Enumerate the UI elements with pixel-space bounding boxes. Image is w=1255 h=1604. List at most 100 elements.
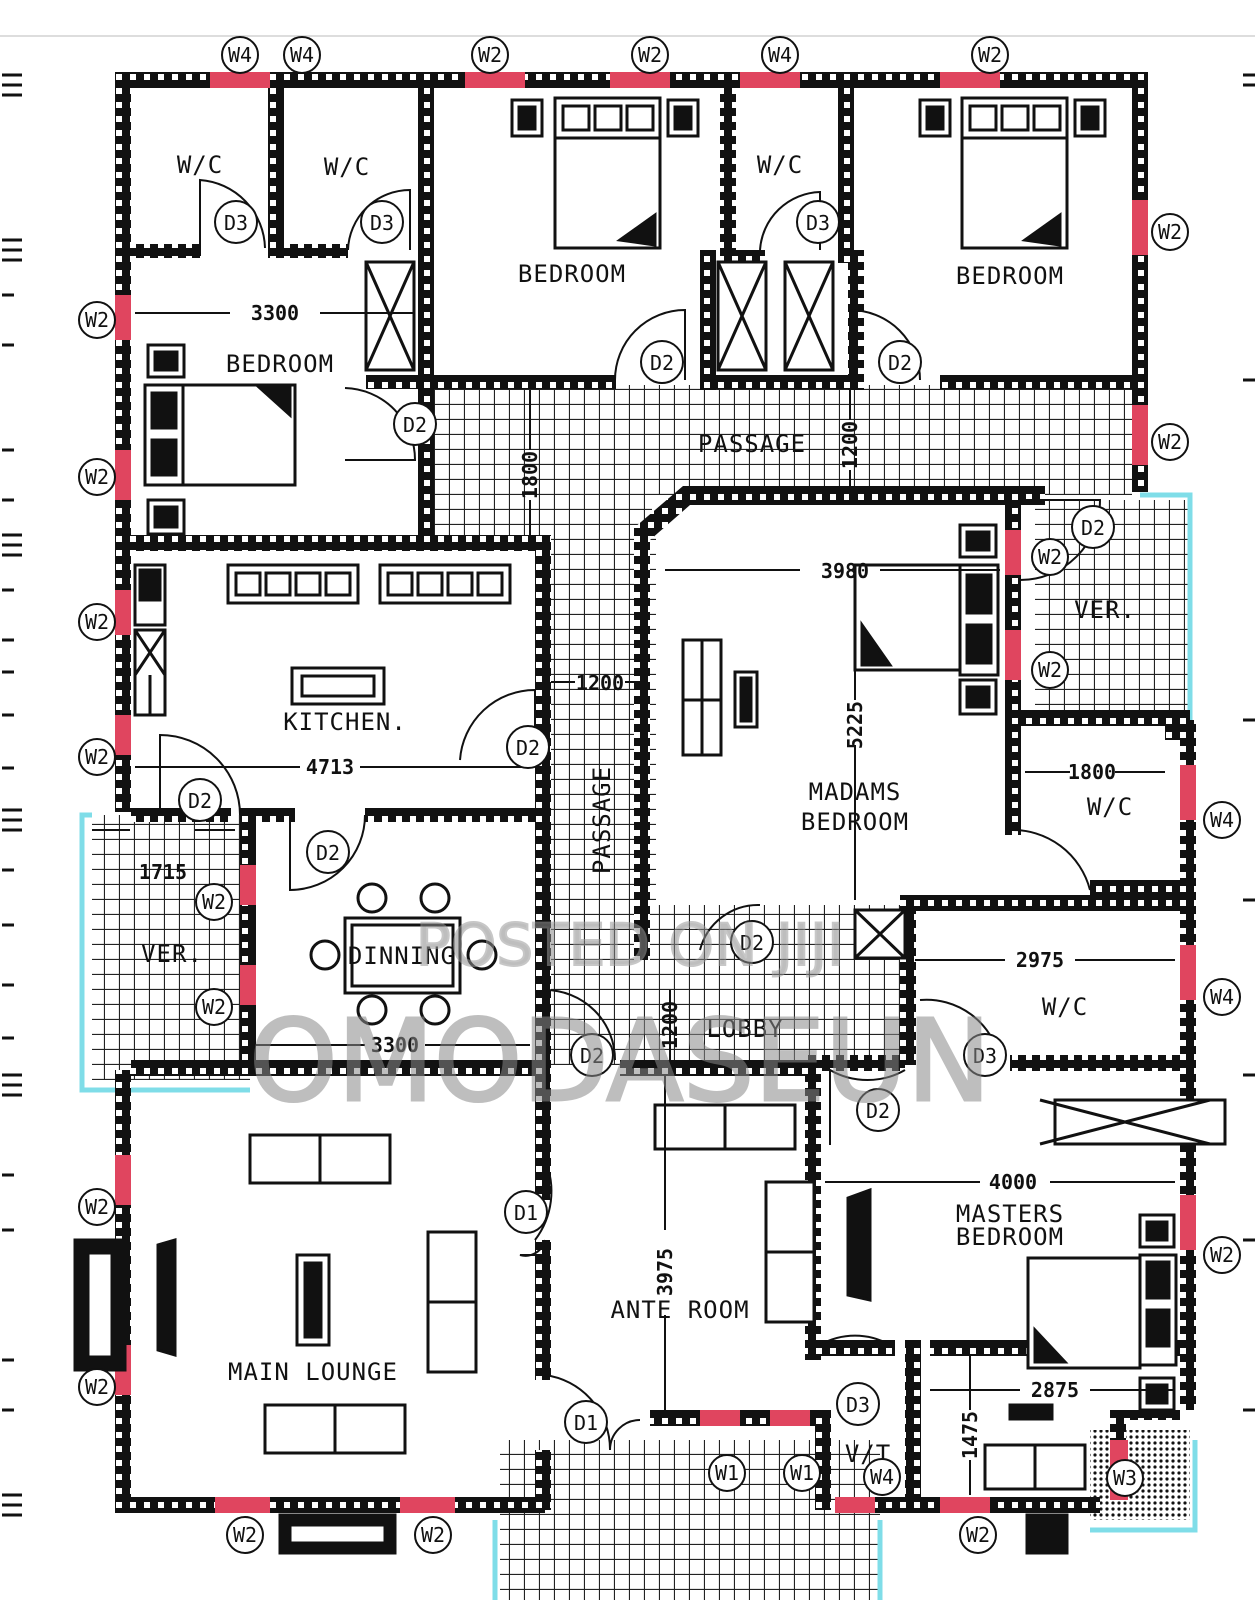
tag-w2-r5: W2	[1210, 1243, 1234, 1267]
tag-w2-l4: W2	[85, 745, 109, 769]
wall-lounge-ante-lower	[535, 1450, 551, 1510]
wall-wc-madams-bottom	[1090, 880, 1180, 896]
wall-lounge-ante-mid	[535, 1240, 551, 1380]
wall-wc1-bottom	[131, 244, 201, 258]
outer-wall-right-lower	[1180, 720, 1196, 1410]
drain	[1025, 1513, 1069, 1555]
wall-master-wc-bottom	[1010, 1055, 1180, 1071]
dim-1715: 1715	[139, 860, 187, 884]
dim-3300-top: 3300	[251, 301, 299, 325]
outer-wall-bottom-left	[115, 1497, 545, 1513]
dim-3980: 3980	[821, 559, 869, 583]
tag-d1-a: D1	[514, 1201, 538, 1225]
tag-d2-master: D2	[866, 1099, 890, 1123]
tag-w2-r2: W2	[1158, 430, 1182, 454]
wall-wc3-bedroom	[838, 88, 854, 263]
dim-3975: 3975	[653, 1248, 677, 1296]
wall-ver-bottom	[1005, 710, 1190, 726]
dim-3300-dinning: 3300	[371, 1033, 419, 1057]
tag-w2-a: W2	[478, 43, 502, 67]
tag-w2-b: W2	[638, 43, 662, 67]
room-labels: W/C W/C W/C BEDROOM BEDROOM BEDROOM PASS…	[141, 151, 1136, 1468]
tag-d3-b: D3	[370, 211, 394, 235]
room-label-dinning: DINNING	[348, 942, 456, 970]
room-label-passage-top: PASSAGE	[698, 430, 806, 458]
passage-top-tiles	[432, 385, 1132, 495]
room-label-ante-room: ANTE ROOM	[610, 1296, 749, 1324]
room-label-passage-vertical: PASSAGE	[588, 766, 616, 874]
tag-w2-ver2: W2	[202, 995, 226, 1019]
room-label-main-lounge: MAIN LOUNGE	[228, 1358, 398, 1386]
dimension-lines	[92, 312, 1175, 1495]
scale-ticks-left	[2, 73, 22, 1517]
tag-d2-bed1: D2	[650, 351, 674, 375]
room-label-madams-2: BEDROOM	[801, 808, 909, 836]
wall-bedroom-wc3	[720, 88, 736, 263]
tag-d3-master: D3	[846, 1393, 870, 1417]
dimension-labels: 3300 1800 1200 3980 1200 4713 5225 1800 …	[139, 301, 1116, 1459]
room-label-lobby: LOBBY	[706, 1015, 783, 1043]
watermark-line-1: POSTED ON JIJI	[416, 911, 845, 979]
room-label-bedroom-top-right: BEDROOM	[956, 262, 1064, 290]
room-label-bedroom-left: BEDROOM	[226, 350, 334, 378]
room-label-ver-left: VER.	[141, 940, 203, 968]
room-label-kitchen: KITCHEN.	[283, 708, 407, 736]
wall-kitchen-bottom-2	[245, 808, 295, 822]
tag-w1-a: W1	[715, 1461, 739, 1485]
tag-d2-ver: D2	[1081, 516, 1105, 540]
dim-1200-lobby: 1200	[658, 1001, 682, 1049]
watermark-line-2: OMODASEUN	[249, 997, 990, 1127]
dim-2975: 2975	[1016, 948, 1064, 972]
wall-ante-top	[620, 1060, 820, 1076]
tag-w3: W3	[1113, 1466, 1137, 1490]
dim-4000: 4000	[989, 1170, 1037, 1194]
watermark: POSTED ON JIJI OMODASEUN	[248, 910, 992, 1129]
tag-d3-c: D3	[806, 211, 830, 235]
tag-w2-madams1: W2	[1038, 545, 1062, 569]
tag-d2-lobby: D2	[580, 1044, 604, 1068]
wall-kitchen-bottom-3	[365, 808, 540, 822]
wall-bedroom-passage-3	[940, 375, 1135, 389]
room-label-wc-3: W/C	[757, 151, 803, 179]
tag-w2-l3: W2	[85, 610, 109, 634]
wall-lounge-top	[131, 1060, 551, 1076]
opening-tags	[78, 36, 1241, 1554]
dim-2875: 2875	[1031, 1378, 1079, 1402]
wall-wc2-bottom	[268, 244, 348, 258]
door-swings	[159, 178, 1102, 1451]
tag-w4-c: W4	[768, 43, 792, 67]
tag-d2-bed3: D2	[403, 413, 427, 437]
wall-vt-left	[815, 1410, 831, 1510]
wardrobe-master	[1053, 1098, 1227, 1146]
dim-1200-kitchen: 1200	[576, 671, 624, 695]
room-label-masters-2: BEDROOM	[956, 1223, 1064, 1251]
wall-ver-corner	[1165, 710, 1181, 740]
tag-w2-b1: W2	[233, 1523, 257, 1547]
tag-w2-r1: W2	[1158, 220, 1182, 244]
tag-d2-kitchen: D2	[516, 736, 540, 760]
tag-w2-l6: W2	[85, 1375, 109, 1399]
veranda-outlines	[79, 492, 1198, 1600]
room-label-masters-1: MASTERS	[956, 1200, 1064, 1228]
scale-ticks-right	[1243, 73, 1255, 1412]
room-label-ver-right: VER.	[1074, 596, 1136, 624]
opening-tag-labels: W4 W4 W2 W2 W4 W2 W2 W2 W4 W4 W2 W2 W2 W…	[85, 43, 1234, 1547]
tag-w2-l1: W2	[85, 308, 109, 332]
tag-d2-bed2: D2	[888, 351, 912, 375]
room-label-madams-1: MADAMS	[809, 778, 902, 806]
wall-bedroom-right-left	[848, 250, 864, 390]
wall-wc2-bedroom	[418, 88, 434, 388]
tag-w2-madams2: W2	[1038, 658, 1062, 682]
wall-bedroom-kitchen	[131, 535, 551, 551]
tag-w4-vt: W4	[870, 1465, 894, 1489]
tag-w2-c: W2	[978, 43, 1002, 67]
tag-w4-r3: W4	[1210, 808, 1234, 832]
room-label-bedroom-top-center: BEDROOM	[518, 260, 626, 288]
tag-d3-a: D3	[224, 211, 248, 235]
dim-1475: 1475	[958, 1411, 982, 1459]
tag-w1-b: W1	[790, 1461, 814, 1485]
ver-left-tiles	[92, 815, 250, 1080]
tag-d1-b: D1	[574, 1411, 598, 1435]
